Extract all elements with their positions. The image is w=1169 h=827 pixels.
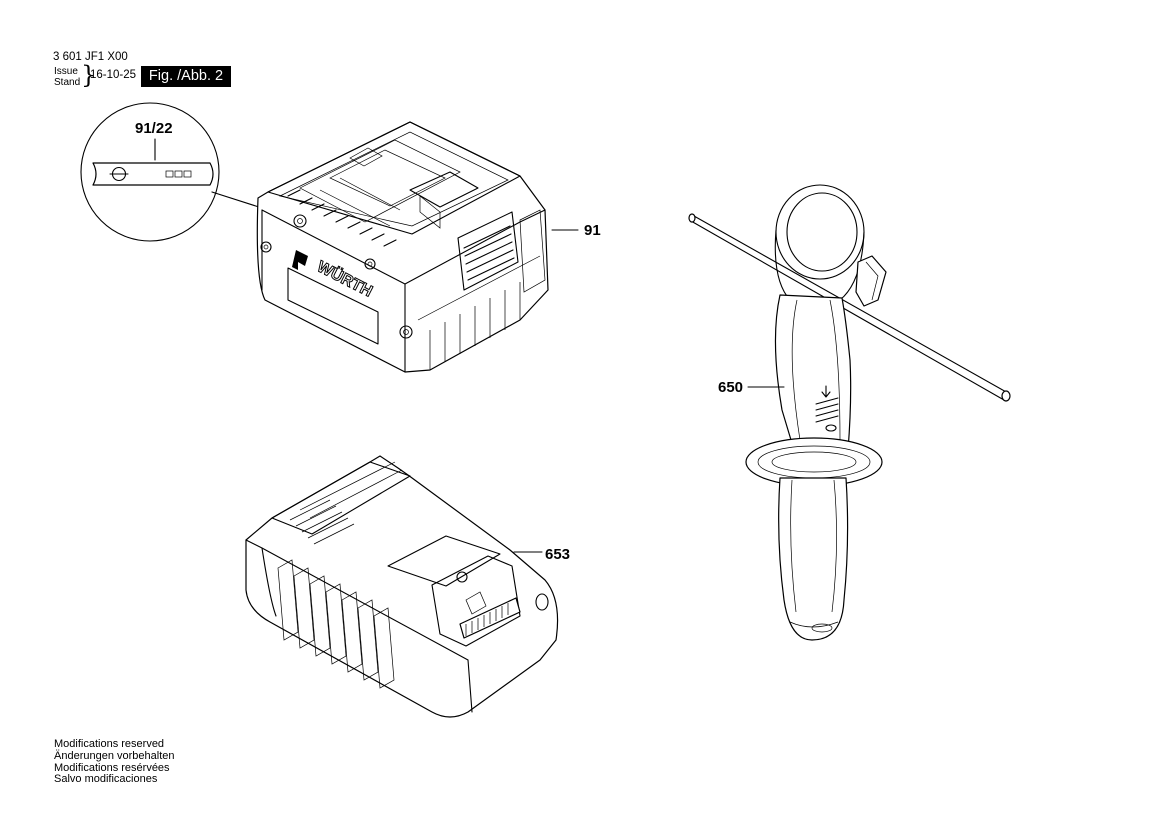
- document-number: 3 601 JF1 X00: [53, 51, 128, 63]
- figure-label: Fig. /Abb. 2: [141, 66, 231, 87]
- arrow-down-icon: [821, 385, 831, 398]
- modifications-line-fr: Modifications resérvées: [54, 761, 170, 774]
- issue-brace: }: [81, 61, 97, 89]
- detail-callout: 91/22: [135, 120, 173, 137]
- detail-leader-line: [211, 191, 263, 209]
- modifications-notice: Modifications reserved Änderungen vorbeh…: [54, 738, 175, 786]
- battery-pack: WÜRTH: [256, 121, 579, 373]
- detail-91-22: [80, 102, 263, 242]
- battery-label-strip: [92, 162, 214, 186]
- auxiliary-handle: [688, 184, 1011, 641]
- charger-callout: 653: [545, 546, 571, 563]
- battery-callout: 91: [584, 222, 601, 239]
- wurth-logo-icon: [292, 250, 308, 270]
- issue-date: 16-10-25: [90, 69, 137, 81]
- modifications-line-es: Salvo modificaciones: [54, 773, 158, 786]
- modifications-line-en: Modifications reserved: [54, 738, 165, 750]
- modifications-line-de: Änderungen vorbehalten: [54, 749, 175, 762]
- issue-label: Issue Stand: [54, 66, 80, 88]
- battery-charger: [245, 455, 559, 718]
- depth-stop-rod: [690, 215, 1009, 401]
- issue-label-en: Issue: [54, 66, 78, 77]
- issue-label-de: Stand: [54, 77, 81, 88]
- handle-callout: 650: [718, 379, 744, 396]
